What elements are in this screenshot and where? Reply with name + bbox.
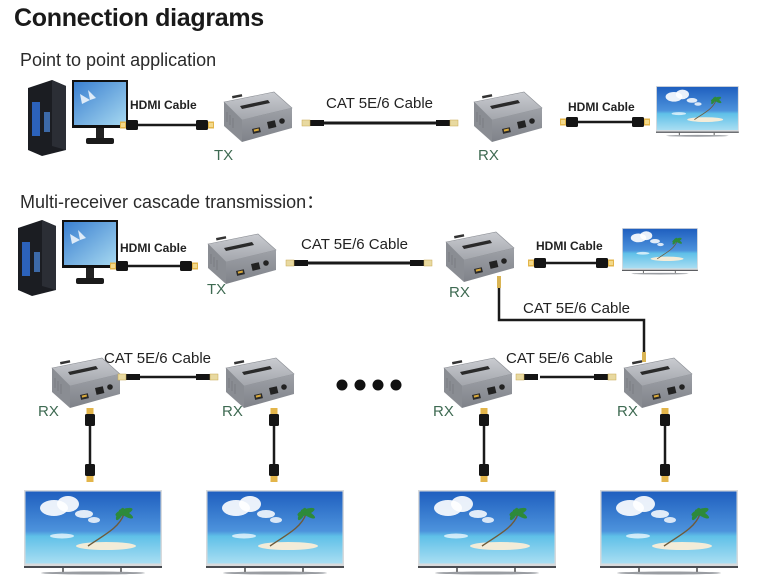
rx-label: RX: [478, 147, 499, 164]
rx-extender-icon: [443, 357, 513, 409]
tv-display-icon: [205, 489, 345, 576]
computer-icon: [18, 220, 118, 296]
hdmi-connector-icon: [528, 258, 546, 268]
rx-extender-icon: [51, 357, 121, 409]
section-heading-cascade: Multi-receiver cascade transmission：: [20, 192, 325, 212]
hdmi-cable: [560, 117, 650, 127]
tx-extender-icon: [207, 233, 277, 285]
rx-label: RX: [433, 403, 454, 420]
hdmi-connector-icon: [85, 408, 95, 426]
hdmi-cable-label: HDMI Cable: [568, 100, 635, 114]
hdmi-cable-label: HDMI Cable: [120, 241, 187, 255]
cat-cable: [515, 373, 617, 381]
cat-cable: [285, 259, 433, 267]
rx-label: RX: [38, 403, 59, 420]
rj45-connector-icon: [117, 373, 141, 381]
tv-display-icon: [655, 85, 740, 138]
tv-display-icon: [621, 227, 699, 275]
tv-display-icon: [417, 489, 557, 576]
section-heading-point-to-point: Point to point application: [20, 50, 217, 70]
hdmi-connector-icon: [479, 408, 489, 426]
hdmi-cable-drop: [660, 408, 670, 482]
hdmi-connector-icon: [180, 261, 198, 271]
hdmi-connector-icon: [120, 120, 138, 130]
rj45-connector-icon: [301, 119, 325, 127]
tv-display-icon: [23, 489, 163, 576]
hdmi-connector-icon: [596, 258, 614, 268]
cat-cable-label: CAT 5E/6 Cable: [326, 95, 433, 112]
hdmi-connector-icon: [85, 464, 95, 482]
hdmi-connector-icon: [660, 464, 670, 482]
more-receivers-ellipsis: [336, 379, 402, 391]
tx-label: TX: [207, 281, 227, 298]
hdmi-cable: [110, 261, 198, 271]
page-title: Connection diagrams: [14, 4, 264, 32]
rx-extender-icon: [473, 91, 543, 143]
hdmi-connector-icon: [110, 261, 128, 271]
cascade-cat-cable: [497, 276, 646, 362]
hdmi-connector-icon: [632, 117, 650, 127]
rx-extender-icon: [225, 357, 295, 409]
rj45-connector-icon: [593, 373, 617, 381]
hdmi-cable-label: HDMI Cable: [536, 239, 603, 253]
tx-label: TX: [214, 147, 234, 164]
hdmi-connector-icon: [560, 117, 578, 127]
hdmi-cable: [120, 120, 214, 130]
rx-extender-icon: [445, 231, 515, 283]
hdmi-connector-icon: [479, 464, 489, 482]
rj45-connector-icon: [435, 119, 459, 127]
hdmi-cable-drop: [479, 408, 489, 482]
hdmi-connector-icon: [660, 408, 670, 426]
cat-cable-label: CAT 5E/6 Cable: [104, 350, 211, 367]
rj45-connector-icon: [515, 373, 539, 381]
tx-extender-icon: [223, 91, 293, 143]
hdmi-connector-icon: [196, 120, 214, 130]
cascade-cat-cable-label: CAT 5E/6 Cable: [523, 300, 630, 317]
rj45-connector-icon: [409, 259, 433, 267]
rx-label: RX: [449, 284, 470, 301]
cat-cable-label: CAT 5E/6 Cable: [506, 350, 613, 367]
cat-cable-label: CAT 5E/6 Cable: [301, 236, 408, 253]
rx-extender-icon: [623, 357, 693, 409]
tv-display-icon: [599, 489, 739, 576]
rj45-connector-icon: [285, 259, 309, 267]
hdmi-cable-drop: [85, 408, 95, 482]
cat-cable: [117, 373, 219, 381]
cat-cable: [301, 119, 459, 127]
hdmi-cable-label: HDMI Cable: [130, 98, 197, 112]
rx-label: RX: [222, 403, 243, 420]
rx-label: RX: [617, 403, 638, 420]
rj45-connector-icon: [195, 373, 219, 381]
computer-icon: [28, 80, 128, 156]
hdmi-connector-icon: [269, 464, 279, 482]
hdmi-cable: [528, 258, 614, 268]
hdmi-connector-icon: [269, 408, 279, 426]
hdmi-cable-drop: [269, 408, 279, 482]
